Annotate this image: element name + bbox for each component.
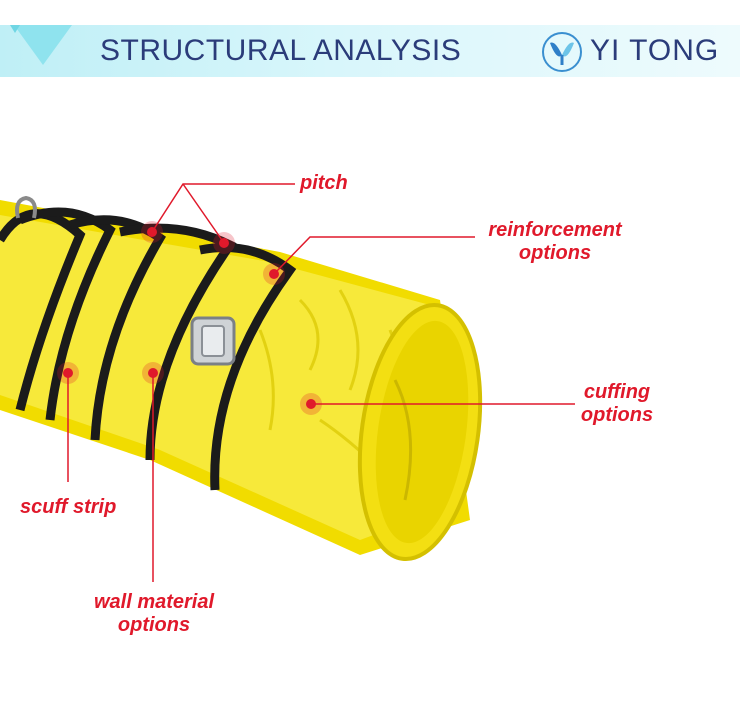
page-title: STRUCTURAL ANALYSIS xyxy=(100,34,462,67)
header-banner xyxy=(0,25,740,77)
label-reinforcement-line1: reinforcement xyxy=(488,219,622,241)
hanging-loop-icon xyxy=(15,195,37,219)
cuff-opening xyxy=(357,302,483,562)
label-scuff-strip: scuff strip xyxy=(20,496,117,518)
leader-lines xyxy=(67,183,575,582)
label-cuffing-line1: cuffing xyxy=(583,381,651,403)
banner-triangle-icon xyxy=(10,25,72,65)
label-cuffing-options: cuffing options xyxy=(577,381,657,427)
label-reinforcement-line2: options xyxy=(518,242,592,264)
brand-name: YI TONG xyxy=(590,34,720,67)
label-wall-line1: wall material xyxy=(93,591,215,613)
brand-logo-icon xyxy=(542,32,582,72)
callout-markers xyxy=(57,221,322,415)
label-reinforcement-options: reinforcement options xyxy=(480,219,630,265)
label-wall-material-options: wall material options xyxy=(84,591,224,637)
label-cuffing-line2: options xyxy=(580,404,654,426)
label-pitch: pitch xyxy=(300,172,348,194)
label-wall-line2: options xyxy=(117,614,191,636)
buckle-clamp-icon xyxy=(190,316,236,366)
reinforcement-rings xyxy=(0,207,297,491)
